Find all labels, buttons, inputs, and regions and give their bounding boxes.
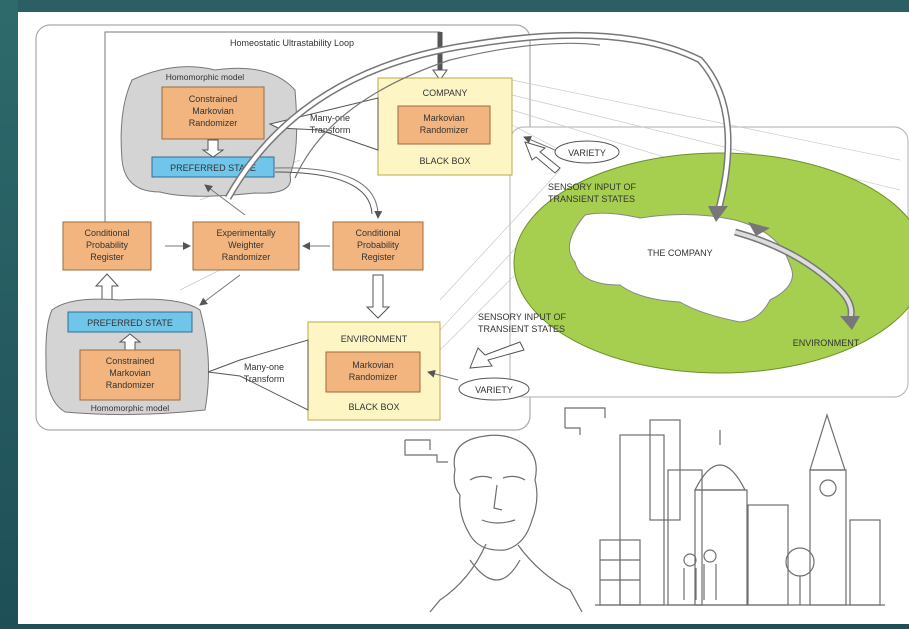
left-register-line3: Register bbox=[90, 252, 124, 262]
connector-squiggles bbox=[404, 407, 606, 463]
environment-randomizer-line2: Randomizer bbox=[349, 372, 398, 382]
company-title: COMPANY bbox=[423, 88, 468, 98]
city-skyline-icon bbox=[595, 413, 885, 606]
bottom-randomizer-line1: Constrained bbox=[106, 356, 155, 366]
top-preferred-state-label: PREFERRED STATE bbox=[170, 163, 256, 173]
sensory-top-line2: TRANSIENT STATES bbox=[548, 194, 635, 204]
slide-left-bar bbox=[0, 0, 18, 624]
environment-randomizer-line1: Markovian bbox=[352, 360, 394, 370]
right-register-line2: Probability bbox=[357, 240, 400, 250]
left-probability-register bbox=[62, 221, 152, 271]
sensory-top-line1: SENSORY INPUT OF bbox=[548, 182, 637, 192]
environment-markovian-randomizer bbox=[325, 351, 421, 393]
slide-top-bar bbox=[0, 0, 909, 12]
company-randomizer-line1: Markovian bbox=[423, 113, 465, 123]
right-probability-register bbox=[332, 221, 424, 271]
environment-region-label: ENVIRONMENT bbox=[793, 338, 860, 348]
variety-top-label: VARIETY bbox=[568, 148, 606, 158]
top-randomizer-line3: Randomizer bbox=[189, 118, 238, 128]
big-arc-arrow-inner bbox=[294, 42, 601, 179]
variety-bottom-label: VARIETY bbox=[475, 385, 513, 395]
environment-title: ENVIRONMENT bbox=[341, 334, 408, 344]
bottom-randomizer-line3: Randomizer bbox=[106, 380, 155, 390]
middle-register-line3: Randomizer bbox=[222, 252, 271, 262]
right-register-line1: Conditional bbox=[355, 228, 400, 238]
top-randomizer-line1: Constrained bbox=[189, 94, 238, 104]
bottom-randomizer-line2: Markovian bbox=[109, 368, 151, 378]
sensory-bottom-line2: TRANSIENT STATES bbox=[478, 324, 565, 334]
bottom-preferred-state-label: PREFERRED STATE bbox=[87, 318, 173, 328]
weighted-randomizer bbox=[192, 221, 300, 271]
bottom-transform-line2: Transform bbox=[244, 374, 285, 384]
diagram-canvas: Homeostatic Ultrastability Loop Homomorp… bbox=[18, 12, 909, 624]
bottom-transform-line1: Many-one bbox=[244, 362, 284, 372]
sensory-bottom-arrow bbox=[469, 341, 525, 369]
bottom-model-caption: Homomorphic model bbox=[91, 403, 170, 413]
left-register-line2: Probability bbox=[86, 240, 129, 250]
right-register-line3: Register bbox=[361, 252, 395, 262]
portrait-sketch-icon bbox=[429, 434, 583, 613]
company-footer: BLACK BOX bbox=[419, 156, 470, 166]
environment-footer: BLACK BOX bbox=[348, 402, 399, 412]
the-company-label: THE COMPANY bbox=[647, 248, 712, 258]
loop-title: Homeostatic Ultrastability Loop bbox=[230, 38, 354, 48]
top-model-caption: Homomorphic model bbox=[166, 72, 245, 82]
top-transform-line2: Transform bbox=[310, 125, 351, 135]
top-randomizer-line2: Markovian bbox=[192, 106, 234, 116]
left-register-line1: Conditional bbox=[84, 228, 129, 238]
variety-bottom-bubble bbox=[458, 377, 530, 401]
bottom-constrained-randomizer bbox=[79, 349, 181, 401]
viable-system-diagram: Homeostatic Ultrastability Loop Homomorp… bbox=[35, 24, 909, 613]
bottom-transform-arrow bbox=[207, 339, 309, 411]
company-randomizer-line2: Randomizer bbox=[420, 125, 469, 135]
middle-register-line2: Weighter bbox=[228, 240, 264, 250]
top-constrained-randomizer bbox=[161, 86, 265, 140]
sensory-bottom-line1: SENSORY INPUT OF bbox=[478, 312, 567, 322]
sensory-top-arrow bbox=[524, 141, 561, 174]
variety-top-bubble bbox=[554, 140, 620, 164]
middle-register-line1: Experimentally bbox=[216, 228, 276, 238]
company-markovian-randomizer bbox=[397, 105, 491, 145]
company-region bbox=[568, 212, 793, 323]
top-transform-line1: Many-one bbox=[310, 113, 350, 123]
bottom-preferred-state bbox=[67, 311, 193, 333]
